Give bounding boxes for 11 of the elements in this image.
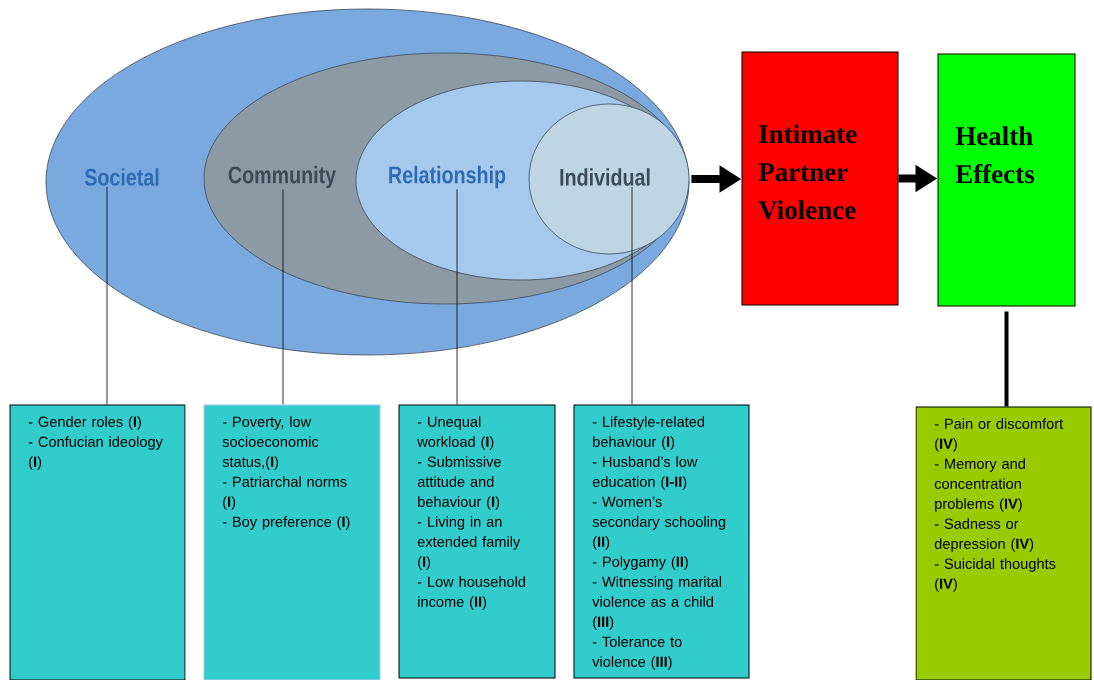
factor-box: - Gender roles (I) - Confucian ideology (I) <box>9 404 186 680</box>
leader-line <box>631 186 633 405</box>
ipv-box: Intimate Partner Violence <box>741 51 899 306</box>
factor-box: - Unequal workload (I) - Submissive attitude and behaviour (I) - Living in an extended family (I) - Low household income (II) <box>398 404 556 679</box>
leader-line <box>456 189 458 405</box>
factor-box: - Lifestyle-related behaviour (I) - Husband’s low education (I-II) - Women’s secondary schooling (II) - Polygamy (II) - Witnessing marital violence as a child (III) - Tolerance to violence (III) <box>573 404 750 679</box>
leader-line <box>282 189 284 405</box>
health-list-box: - Pain or discomfort (IV) - Memory and concentration problems (IV) - Sadness or depression (IV) - Suicidal thoughts (IV) <box>915 406 1092 680</box>
leader-line <box>106 186 108 405</box>
factor-box: - Poverty, low socioeconomic status,(I) - Patriarchal norms (I) - Boy preference (I) <box>203 404 381 680</box>
health-effects-box: Health Effects <box>937 53 1076 307</box>
